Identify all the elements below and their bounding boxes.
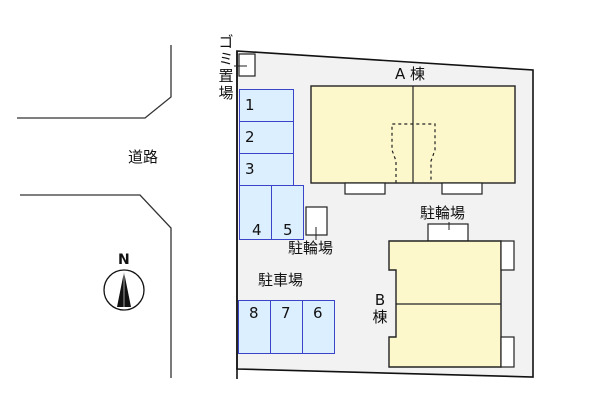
garbage-label-char: ミ: [218, 50, 234, 68]
slot-number: 4: [252, 221, 262, 239]
building-a-label: A 棟: [395, 65, 426, 83]
garbage-label: ゴ ミ 置 場: [218, 34, 234, 102]
parking-slot-4[interactable]: 4: [239, 185, 272, 240]
building-a-step-right: [441, 182, 483, 195]
road-label: 道路: [128, 148, 159, 166]
parking-slot-5[interactable]: 5: [271, 185, 304, 240]
parking-slot-8[interactable]: 8: [238, 300, 271, 354]
slot-number: 5: [283, 221, 293, 239]
slot-number: 3: [245, 160, 255, 178]
garbage-label-char: 場: [218, 84, 234, 102]
building-a-step-left: [344, 182, 386, 195]
slot-number: 1: [245, 96, 255, 114]
parking-slot-6[interactable]: 6: [302, 300, 335, 354]
road-edge-upper: [17, 45, 172, 119]
slot-number: 7: [281, 304, 291, 322]
building-b-annex-top: [500, 240, 515, 271]
bicycle-parking-label-east: 駐輪場: [420, 204, 466, 222]
building-a-dashed-outline: [391, 123, 436, 183]
parking-slot-2[interactable]: 2: [239, 121, 294, 154]
bicycle-parking-label-west: 駐輪場: [288, 239, 334, 257]
building-b-label-char: 棟: [372, 308, 388, 326]
road-edge-lower: [20, 194, 172, 378]
slot-number: 6: [313, 304, 323, 322]
garbage-area: [238, 53, 256, 77]
building-b-label: B 棟: [372, 292, 388, 326]
parking-slot-7[interactable]: 7: [270, 300, 303, 354]
building-b-label-char: B: [374, 291, 386, 309]
car-parking-label: 駐車場: [258, 271, 304, 289]
garbage-label-char: ゴ: [218, 33, 234, 51]
slot-number: 2: [245, 128, 255, 146]
building-b-annex-bottom: [500, 336, 515, 368]
parking-slot-3[interactable]: 3: [239, 153, 294, 186]
parking-slot-1[interactable]: 1: [239, 89, 294, 122]
garbage-label-char: 置: [218, 67, 234, 85]
compass-north-label: N: [118, 252, 130, 268]
bicycle-parking-box-east: [427, 223, 469, 242]
slot-number: 8: [249, 304, 259, 322]
